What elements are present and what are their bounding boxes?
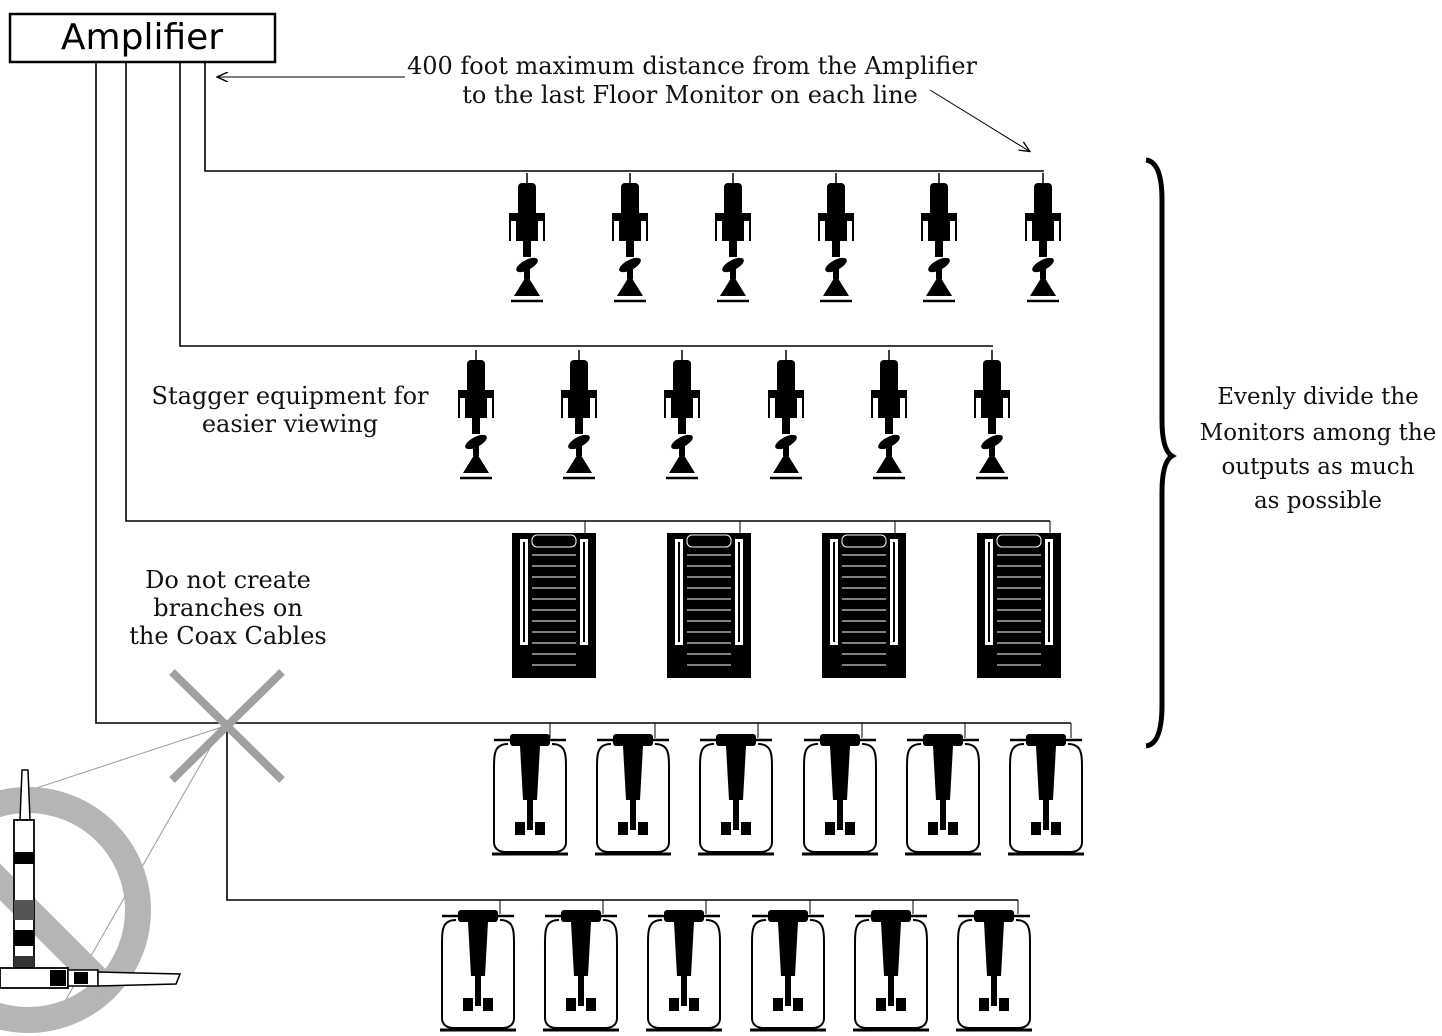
pedestal-monitor [490, 732, 570, 856]
upright-monitor [662, 348, 702, 480]
coax-line-3 [125, 62, 1050, 522]
divide-note-line4: as possible [1254, 488, 1382, 514]
branches-note-line1: Do not create [145, 566, 311, 594]
distance-note: 400 foot maximum distance from the Ampli… [407, 52, 978, 109]
splitter-connector-icon [0, 769, 182, 989]
upright-monitor [507, 171, 547, 303]
amplifier-label: Amplifier [61, 17, 223, 58]
upright-monitor [919, 171, 959, 303]
distance-note-line2: to the last Floor Monitor on each line [462, 81, 918, 109]
coax-line-4 [95, 62, 1071, 724]
cabinet-monitor [511, 532, 597, 679]
distance-arrow-right [929, 89, 1029, 151]
upright-monitor [559, 348, 599, 480]
x-cross-icon [169, 669, 285, 783]
branches-note: Do not create branches on the Coax Cable… [129, 566, 326, 650]
pedestal-monitor [438, 908, 518, 1032]
pedestal-monitor [696, 732, 776, 856]
pedestal-monitor [903, 732, 983, 856]
pedestal-monitor [541, 908, 621, 1032]
pedestal-monitor [1006, 732, 1086, 856]
row-4-monitors [490, 723, 1086, 856]
branches-note-line3: the Coax Cables [129, 622, 326, 650]
cabinet-monitor [666, 532, 752, 679]
pedestal-monitor [644, 908, 724, 1032]
coax-line-2 [179, 62, 993, 347]
stagger-note-line2: easier viewing [202, 410, 378, 438]
row-2-monitors [456, 348, 1012, 480]
upright-monitor [972, 348, 1012, 480]
upright-monitor [766, 348, 806, 480]
amplifier-box [8, 12, 277, 64]
row-3-monitors [511, 521, 1062, 679]
coax-line-1 [204, 62, 1044, 172]
pedestal-monitor [954, 908, 1034, 1032]
right-brace-icon [1145, 157, 1177, 749]
divide-note: Evenly divide the Monitors among the out… [1200, 384, 1437, 514]
distance-note-line1: 400 foot maximum distance from the Ampli… [407, 52, 978, 80]
upright-monitor [816, 171, 856, 303]
upright-monitor [610, 171, 650, 303]
upright-monitor [1023, 171, 1063, 303]
divide-note-line3: outputs as much [1222, 454, 1415, 480]
cabinet-monitor [976, 532, 1062, 679]
upright-monitor [869, 348, 909, 480]
row-1-monitors [507, 171, 1063, 303]
coax-line-5-branch [226, 723, 1018, 901]
branches-note-line2: branches on [153, 594, 303, 622]
divide-note-line2: Monitors among the [1200, 420, 1437, 446]
cabinet-monitor [821, 532, 907, 679]
upright-monitor [456, 348, 496, 480]
pedestal-monitor [593, 732, 673, 856]
upright-monitor [713, 171, 753, 303]
pedestal-monitor [851, 908, 931, 1032]
row-5-monitors [438, 900, 1034, 1032]
stagger-note-line1: Stagger equipment for [152, 382, 430, 410]
stagger-note: Stagger equipment for easier viewing [152, 382, 430, 438]
pedestal-monitor [748, 908, 828, 1032]
pedestal-monitor [800, 732, 880, 856]
divide-note-line1: Evenly divide the [1217, 384, 1419, 410]
